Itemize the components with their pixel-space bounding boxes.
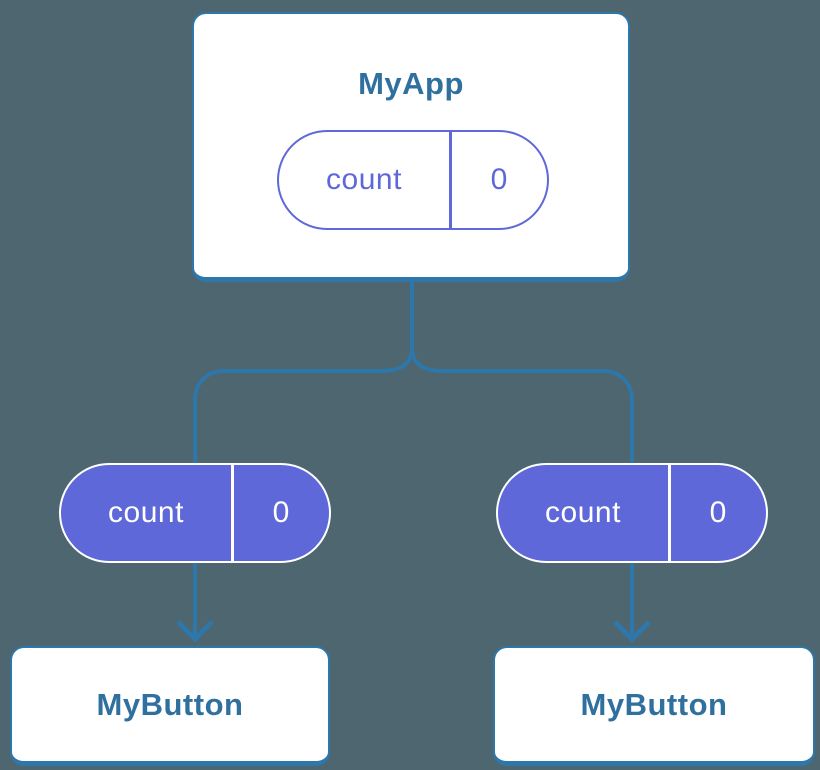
pill-divider <box>668 465 671 561</box>
prop-pill-label: count <box>108 496 184 529</box>
prop-pill-left: count 0 <box>59 463 331 563</box>
component-title-mybutton: MyButton <box>580 686 728 722</box>
prop-pill-value: 0 <box>709 496 727 529</box>
prop-pill-right: count 0 <box>496 463 768 563</box>
state-pill-value: 0 <box>490 163 508 196</box>
prop-pill-value: 0 <box>272 496 290 529</box>
component-title-mybutton: MyButton <box>96 686 244 722</box>
state-pill: count 0 <box>277 130 549 230</box>
down-arrow-icon-right <box>613 620 651 643</box>
pill-divider <box>449 132 452 228</box>
prop-pill-label: count <box>545 496 621 529</box>
state-pill-label: count <box>326 163 402 196</box>
component-title-myapp: MyApp <box>358 66 464 101</box>
component-box-mybutton-right: MyButton <box>493 646 815 766</box>
component-box-myapp: MyApp count 0 <box>192 12 630 282</box>
down-arrow-icon-left <box>176 620 214 643</box>
component-box-mybutton-left: MyButton <box>10 646 330 766</box>
